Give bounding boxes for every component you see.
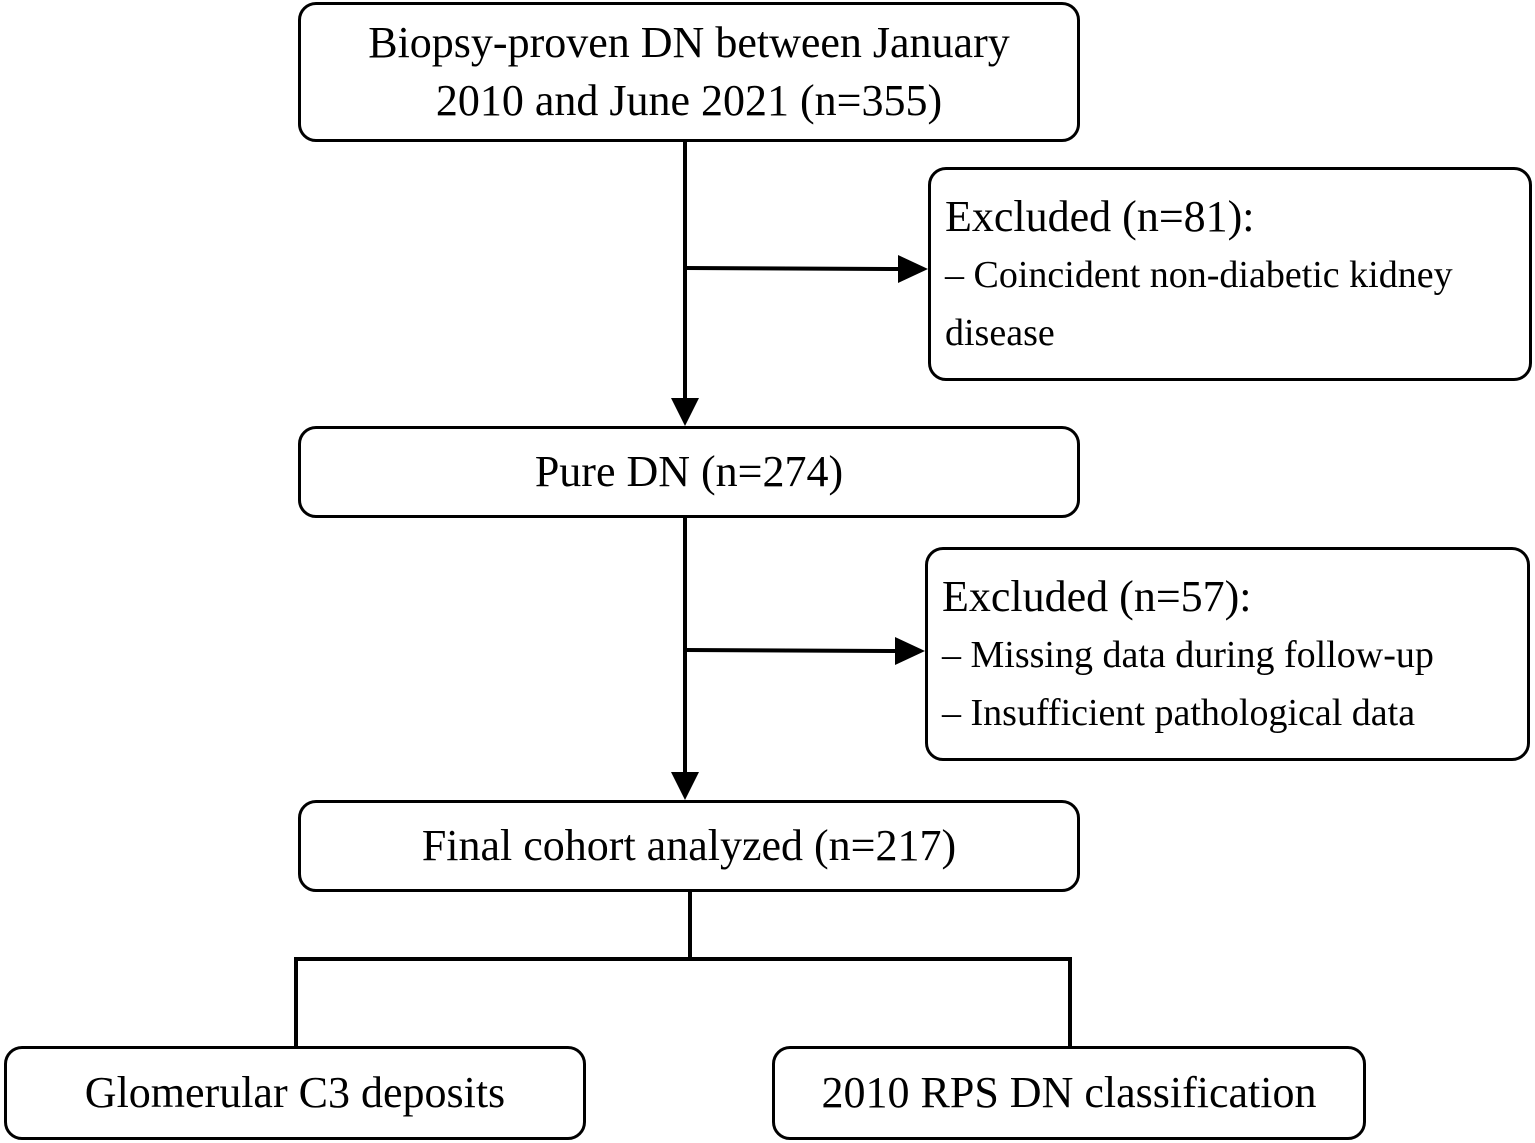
excluded-box-2-heading: Excluded (n=57): — [942, 572, 1252, 621]
outcome-c3-label: Glomerular C3 deposits — [84, 1068, 506, 1117]
pure-dn-box: Pure DN (n=274) — [298, 426, 1080, 518]
excluded-box-1: Excluded (n=81): – Coincident non-diabet… — [928, 167, 1532, 381]
outcome-rps-box: 2010 RPS DN classification — [772, 1046, 1366, 1140]
arrowhead-final — [671, 772, 699, 800]
arrow-branch-to-excluded-2 — [684, 648, 898, 653]
start-box-line-2: 2010 and June 2021 (n=355) — [435, 76, 943, 125]
excluded-box-2-item-1: – Missing data during follow-up — [942, 634, 1434, 676]
start-box-line-1: Biopsy-proven DN between January — [368, 18, 1010, 67]
excluded-box-2: Excluded (n=57): – Missing data during f… — [925, 547, 1530, 761]
excluded-box-1-item-line-2: disease — [945, 312, 1055, 354]
excluded-box-2-item-2: – Insufficient pathological data — [942, 692, 1416, 734]
arrowhead-excluded-1 — [898, 255, 928, 283]
outcome-c3-box: Glomerular C3 deposits — [4, 1046, 586, 1140]
excluded-box-1-item-line-1: – Coincident non-diabetic kidney — [945, 254, 1453, 296]
excluded-box-1-heading: Excluded (n=81): — [945, 192, 1255, 241]
outcome-rps-label: 2010 RPS DN classification — [821, 1068, 1317, 1117]
arrow-branch-to-excluded-1 — [684, 266, 901, 271]
final-cohort-label: Final cohort analyzed (n=217) — [421, 821, 957, 870]
pure-dn-label: Pure DN (n=274) — [534, 447, 844, 496]
final-cohort-box: Final cohort analyzed (n=217) — [298, 800, 1080, 892]
arrowhead-excluded-2 — [895, 637, 925, 665]
start-box: Biopsy-proven DN between January 2010 an… — [298, 2, 1080, 142]
arrowhead-pure — [671, 398, 699, 426]
